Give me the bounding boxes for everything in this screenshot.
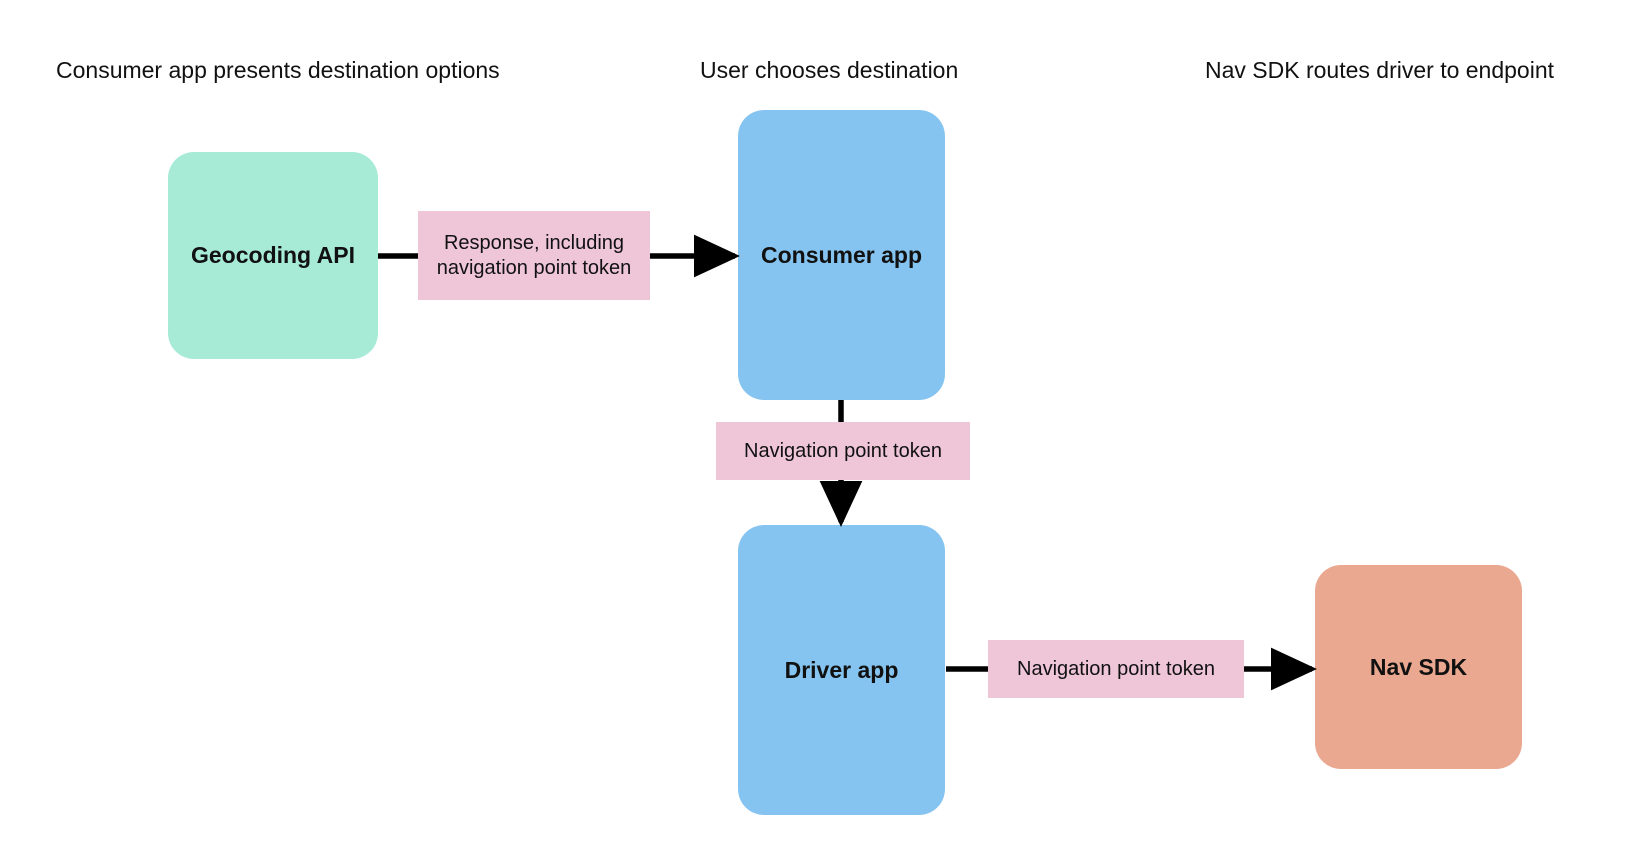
stage-header-user-chooses: User chooses destination [700, 57, 959, 83]
node-geocoding-api-label: Geocoding API [191, 242, 355, 268]
edge-label-response-token: Response, including navigation point tok… [418, 211, 650, 300]
node-geocoding-api[interactable]: Geocoding API [168, 152, 378, 359]
edge-label-nav-token-driver-navsdk: Navigation point token [988, 640, 1244, 698]
stage-header-nav-sdk-routes: Nav SDK routes driver to endpoint [1205, 57, 1555, 83]
edge-label-nav-token-consumer-driver: Navigation point token [716, 422, 970, 480]
node-driver-app[interactable]: Driver app [738, 525, 945, 815]
edge-label-nav-token-driver-navsdk-text: Navigation point token [1017, 657, 1215, 680]
node-driver-app-label: Driver app [784, 656, 899, 683]
edge-label-response-token-text: Response, including navigation point tok… [436, 231, 632, 279]
node-consumer-app-label: Consumer app [760, 241, 923, 268]
stage-header-consumer-app-presents: Consumer app presents destination option… [56, 57, 500, 83]
node-nav-sdk[interactable]: Nav SDK [1315, 565, 1522, 769]
edge-label-nav-token-consumer-driver-text: Navigation point token [744, 439, 942, 462]
node-consumer-app[interactable]: Consumer app [738, 110, 945, 400]
node-nav-sdk-label: Nav SDK [1369, 653, 1468, 680]
